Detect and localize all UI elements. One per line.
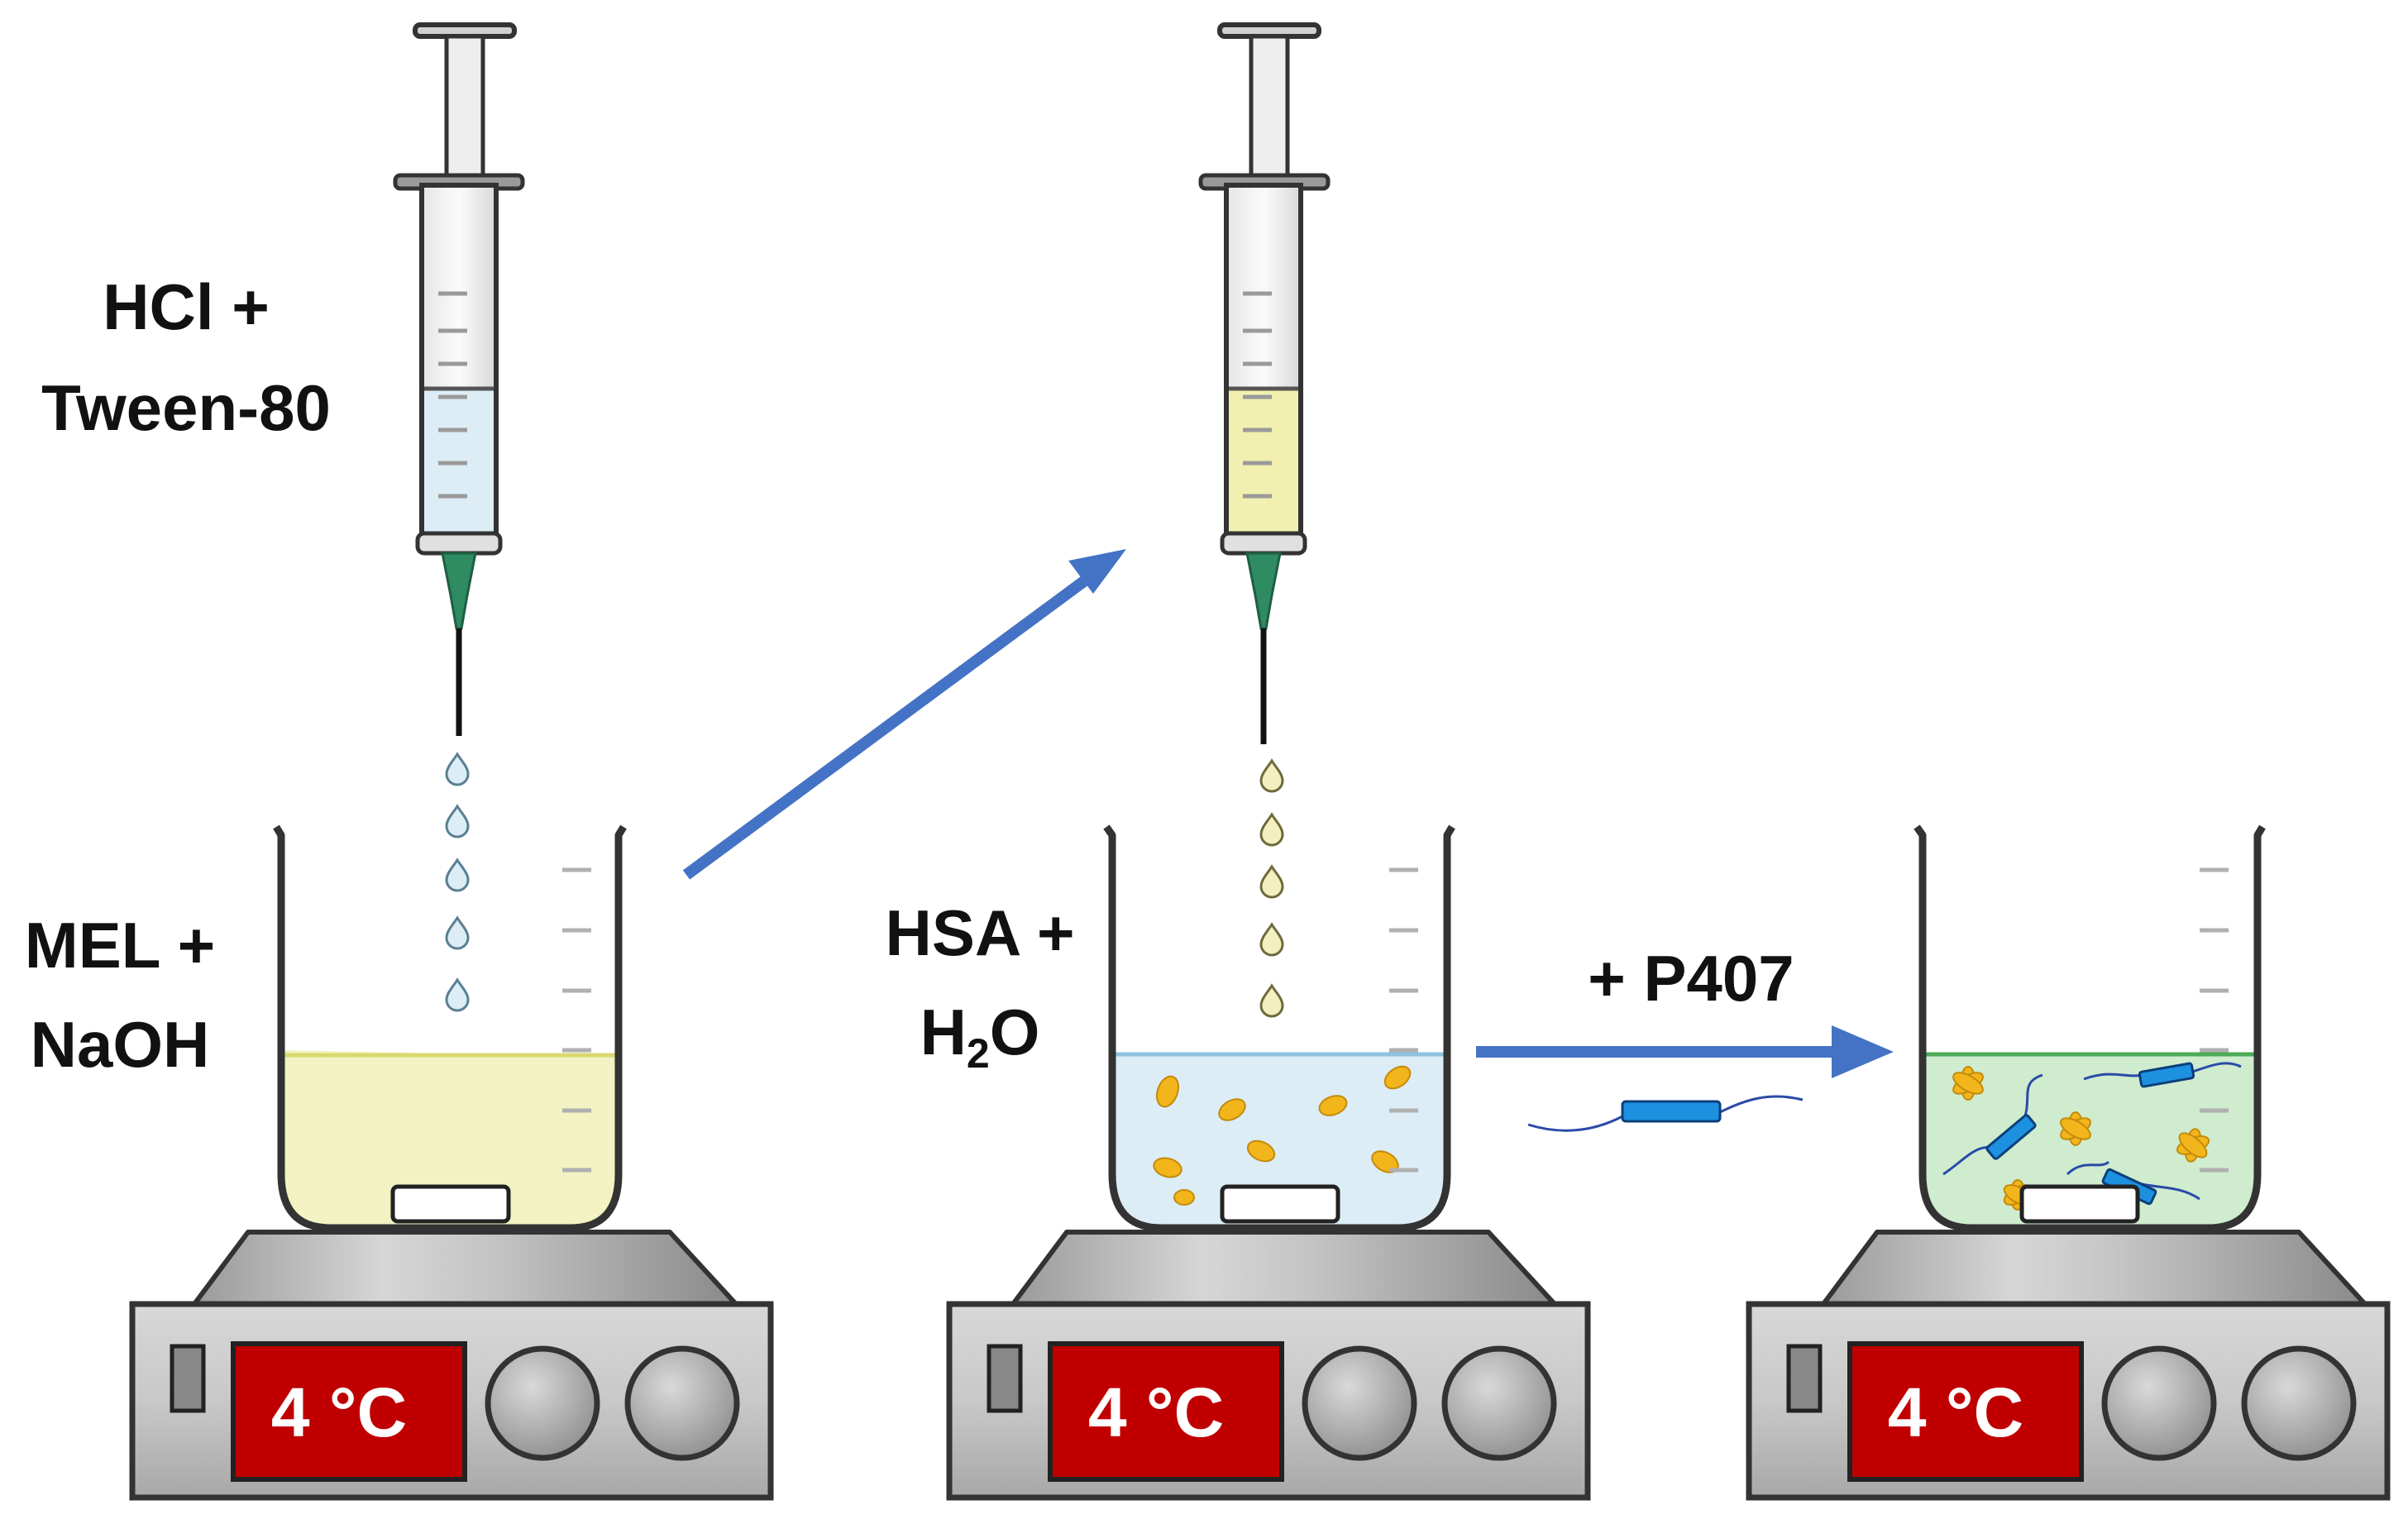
drops-1 bbox=[445, 752, 470, 1012]
temperature-display-3 bbox=[1847, 1341, 2084, 1482]
label-hsa: HSA + bbox=[885, 896, 1074, 969]
hotplate-stirrer-2: 4 °C bbox=[946, 1230, 1591, 1501]
drops-2 bbox=[1259, 758, 1284, 1018]
knob-2a bbox=[1302, 1345, 1417, 1461]
hsa-particles bbox=[1153, 1065, 1412, 1206]
label-naoh: NaOH bbox=[31, 1008, 210, 1081]
temperature-display-1 bbox=[231, 1341, 467, 1482]
hotplate-stirrer-1: 4 °C bbox=[129, 1230, 774, 1501]
temperature-readout-1: 4 °C bbox=[271, 1374, 407, 1451]
station-1: 4 °C bbox=[129, 22, 774, 1501]
station-2: 4 °C bbox=[946, 22, 1591, 1501]
knob-3a bbox=[2101, 1345, 2217, 1461]
stir-bar-1 bbox=[390, 1184, 511, 1224]
stir-bar-3 bbox=[2019, 1184, 2140, 1224]
knob-2b bbox=[1441, 1345, 1557, 1461]
syringe-1 bbox=[393, 22, 525, 736]
syringe-2 bbox=[1198, 22, 1331, 744]
beaker-1 bbox=[273, 824, 627, 1232]
p407-polymer-icon bbox=[1527, 1095, 1804, 1132]
label-water: H2O bbox=[920, 996, 1040, 1077]
hotplate-stirrer-3: 4 °C bbox=[1746, 1230, 2391, 1501]
label-mel: MEL + bbox=[25, 909, 215, 982]
temperature-readout-3: 4 °C bbox=[1888, 1374, 2023, 1451]
beaker-3 bbox=[1913, 824, 2266, 1232]
label-tween-80: Tween-80 bbox=[41, 371, 331, 444]
station-3: 4 °C bbox=[1746, 824, 2391, 1501]
stir-bar-2 bbox=[1220, 1184, 1340, 1224]
label-hcl: HCl + bbox=[103, 270, 270, 343]
beaker-2 bbox=[1103, 824, 1455, 1232]
temperature-display-2 bbox=[1048, 1341, 1284, 1482]
arrow-step-1 bbox=[682, 549, 1126, 880]
knob-1b bbox=[624, 1345, 740, 1461]
temperature-readout-2: 4 °C bbox=[1088, 1374, 1224, 1451]
knob-1a bbox=[485, 1345, 600, 1461]
arrow-step-2 bbox=[1476, 1025, 1894, 1078]
label-p407: + P407 bbox=[1588, 942, 1794, 1015]
knob-3b bbox=[2241, 1345, 2357, 1461]
